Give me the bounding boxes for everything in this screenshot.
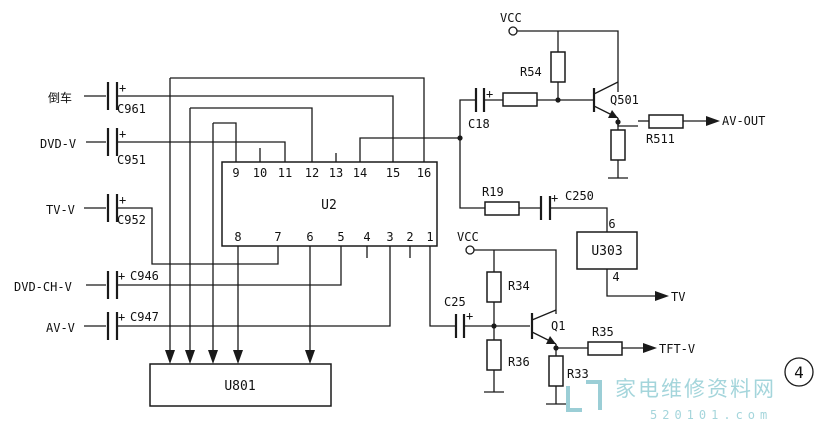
c18-plus: + <box>486 87 493 101</box>
u2-pin-12: 12 <box>305 166 319 180</box>
u2-pin-5: 5 <box>337 230 344 244</box>
u2-pin-6: 6 <box>306 230 313 244</box>
c25-label: C25 <box>444 295 466 309</box>
c951-plus: + <box>119 127 126 141</box>
c25-plus: + <box>466 309 473 323</box>
tv-label: TV <box>671 290 685 304</box>
u2-pin-1: 1 <box>426 230 433 244</box>
q1-stage: + C25 VCC R34 R36 Q1 R33 R35 TFT-V <box>429 230 695 405</box>
r36-resistor <box>486 339 502 371</box>
input-tv-v: TV-V + C952 <box>46 193 279 265</box>
c947-plus: + <box>118 310 125 324</box>
av-out-label: AV-OUT <box>722 114 765 128</box>
input-av-v: AV-V + C947 <box>46 246 391 340</box>
u2-bottom-pin-numbers: 8 7 6 5 4 3 2 1 <box>234 230 433 244</box>
r19-resistor <box>484 201 520 216</box>
c946-label: C946 <box>130 269 159 283</box>
r34-resistor <box>486 271 502 303</box>
figure-number: 4 <box>794 363 804 382</box>
r35-resistor <box>587 341 623 356</box>
c961-label: C961 <box>117 102 146 116</box>
u2-pin-14: 14 <box>353 166 367 180</box>
watermark: 家电维修资料网 520101.com <box>566 377 776 422</box>
reverse-label: 倒车 <box>48 90 72 105</box>
watermark-url: 520101.com <box>650 408 772 422</box>
c946-plus: + <box>118 269 125 283</box>
input-dvd-v: DVD-V + C951 <box>40 127 286 167</box>
r511-in-resistor <box>502 92 538 107</box>
u303-pin-6: 6 <box>608 217 615 231</box>
dvd-ch-v-label: DVD-CH-V <box>14 280 72 294</box>
r33-resistor <box>548 355 564 387</box>
input-dvd-ch-v: DVD-CH-V + C946 <box>14 246 342 299</box>
u2-pin-8: 8 <box>234 230 241 244</box>
c947-label: C947 <box>130 310 159 324</box>
tv-output-path: R19 + C250 TV <box>482 185 685 304</box>
u2-pin-9: 9 <box>232 166 239 180</box>
c952-label: C952 <box>117 213 146 227</box>
u2-pin-10: 10 <box>253 166 267 180</box>
tv-v-label: TV-V <box>46 203 75 217</box>
r54-resistor <box>550 51 566 83</box>
av-v-label: AV-V <box>46 321 75 335</box>
u2-label: U2 <box>321 198 337 213</box>
u2-pin-11: 11 <box>278 166 292 180</box>
u801-label: U801 <box>224 379 255 394</box>
vcc-mid-label: VCC <box>457 230 479 244</box>
u303-pin-4: 4 <box>612 270 619 284</box>
u2-top-pin-numbers: 9 10 11 12 13 14 15 16 <box>232 166 431 180</box>
r19-label: R19 <box>482 185 504 199</box>
u2-pin-2: 2 <box>406 230 413 244</box>
r511-label: R511 <box>646 132 675 146</box>
u303-label: U303 <box>591 244 622 259</box>
u2-pin-3: 3 <box>386 230 393 244</box>
c18-capacitor: + C18 <box>468 87 503 131</box>
r54-label: R54 <box>520 65 542 79</box>
r511-resistor <box>648 114 684 129</box>
tft-v-label: TFT-V <box>659 342 695 356</box>
input-reverse: 倒车 + C961 <box>48 81 148 116</box>
figure-number-badge: 4 <box>784 357 814 387</box>
u801-chip: U801 <box>149 363 332 407</box>
vcc-top-label: VCC <box>500 11 522 25</box>
u2-pin-15: 15 <box>386 166 400 180</box>
u2-input-wiring <box>148 77 425 350</box>
c952-plus: + <box>119 193 126 207</box>
u2-output-node <box>359 99 485 209</box>
r34-label: R34 <box>508 279 530 293</box>
u303-chip: U303 6 4 <box>576 217 638 284</box>
u2-pin-16: 16 <box>417 166 431 180</box>
q501-label: Q501 <box>610 93 639 107</box>
c951-label: C951 <box>117 153 146 167</box>
r33-label: R33 <box>567 367 589 381</box>
q501-emitter-resistor <box>610 129 626 161</box>
c250-plus: + <box>551 191 558 205</box>
u801-input-arrows <box>165 350 315 364</box>
watermark-text: 家电维修资料网 <box>615 377 776 401</box>
r35-label: R35 <box>592 325 614 339</box>
dvd-v-label: DVD-V <box>40 137 76 151</box>
watermark-logo <box>566 380 602 412</box>
u2-chip: U2 9 10 11 12 13 14 15 16 8 7 6 5 4 3 2 … <box>221 148 438 258</box>
u2-pin-13: 13 <box>329 166 343 180</box>
r36-label: R36 <box>508 355 530 369</box>
u2-pin-7: 7 <box>274 230 281 244</box>
q501-stage: VCC R54 Q501 R511 AV-OUT <box>500 11 765 179</box>
c250-label: C250 <box>565 189 594 203</box>
u2-pin-4: 4 <box>363 230 370 244</box>
c961-plus: + <box>119 81 126 95</box>
c18-label: C18 <box>468 117 490 131</box>
q1-label: Q1 <box>551 319 565 333</box>
